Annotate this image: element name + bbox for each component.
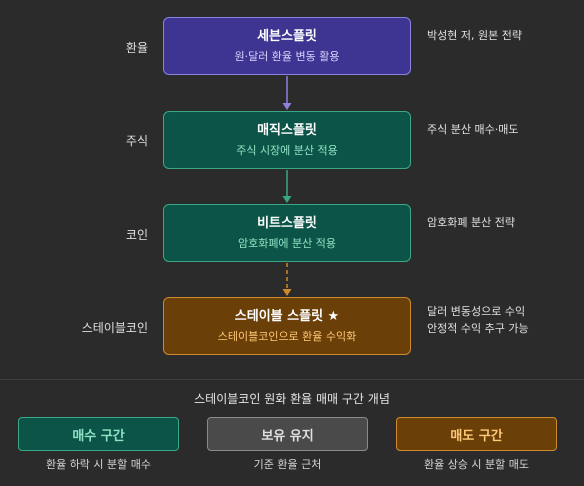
- row-label-stock: 주식: [125, 134, 148, 148]
- zone-caption-sell: 환율 상승 시 분할 매도: [423, 458, 530, 471]
- bottom-section-title: 스테이블코인 원화 환율 매매 구간 개념: [194, 392, 390, 406]
- note-stable-split: 달러 변동성으로 수익 안정적 수익 추구 가능: [427, 303, 529, 337]
- zone-buy: 매수 구간: [18, 417, 179, 451]
- box-seven-split: 세븐스플릿 원·달러 환율 변동 활용: [163, 17, 411, 75]
- note-line: 주식 분산 매수·매도: [427, 123, 519, 136]
- note-line: 안정적 수익 추구 가능: [427, 322, 529, 335]
- box-subtitle: 원·달러 환율 변동 활용: [234, 50, 340, 63]
- note-magic-split: 주식 분산 매수·매도: [427, 121, 518, 138]
- box-subtitle: 스테이블코인으로 환율 수익화: [217, 330, 357, 343]
- note-line: 박성현 저, 원본 전략: [427, 29, 522, 42]
- note-bit-split: 암호화폐 분산 전략: [427, 214, 515, 231]
- arrow-magic-to-bit: [282, 170, 292, 203]
- arrow-bit-to-stable: [282, 263, 292, 296]
- arrow-seven-to-magic: [282, 76, 292, 110]
- note-line: 암호화폐 분산 전략: [427, 216, 515, 229]
- box-subtitle: 주식 시장에 분산 적용: [236, 144, 338, 157]
- row-label-exchange-rate: 환율: [125, 41, 148, 55]
- box-stable-split: 스테이블 스플릿 ★ 스테이블코인으로 환율 수익화: [163, 297, 411, 355]
- zone-caption-buy: 환율 하락 시 분할 매수: [45, 458, 152, 471]
- row-label-stablecoin: 스테이블코인: [81, 321, 148, 335]
- zone-hold: 보유 유지: [207, 417, 368, 451]
- box-title: 비트스플릿: [257, 216, 317, 231]
- box-magic-split: 매직스플릿 주식 시장에 분산 적용: [163, 111, 411, 169]
- zone-caption-hold: 기준 환율 근처: [253, 458, 322, 471]
- box-title: 스테이블 스플릿 ★: [234, 309, 340, 324]
- box-title: 세븐스플릿: [257, 29, 317, 44]
- connector-arrows: [282, 76, 292, 296]
- box-bit-split: 비트스플릿 암호화폐에 분산 적용: [163, 204, 411, 262]
- box-title: 매직스플릿: [257, 123, 317, 138]
- zone-sell: 매도 구간: [396, 417, 557, 451]
- section-divider: [0, 379, 584, 380]
- note-line: 달러 변동성으로 수익: [427, 305, 526, 318]
- row-label-coin: 코인: [125, 228, 148, 242]
- box-subtitle: 암호화폐에 분산 적용: [237, 237, 337, 250]
- note-seven-split: 박성현 저, 원본 전략: [427, 27, 522, 44]
